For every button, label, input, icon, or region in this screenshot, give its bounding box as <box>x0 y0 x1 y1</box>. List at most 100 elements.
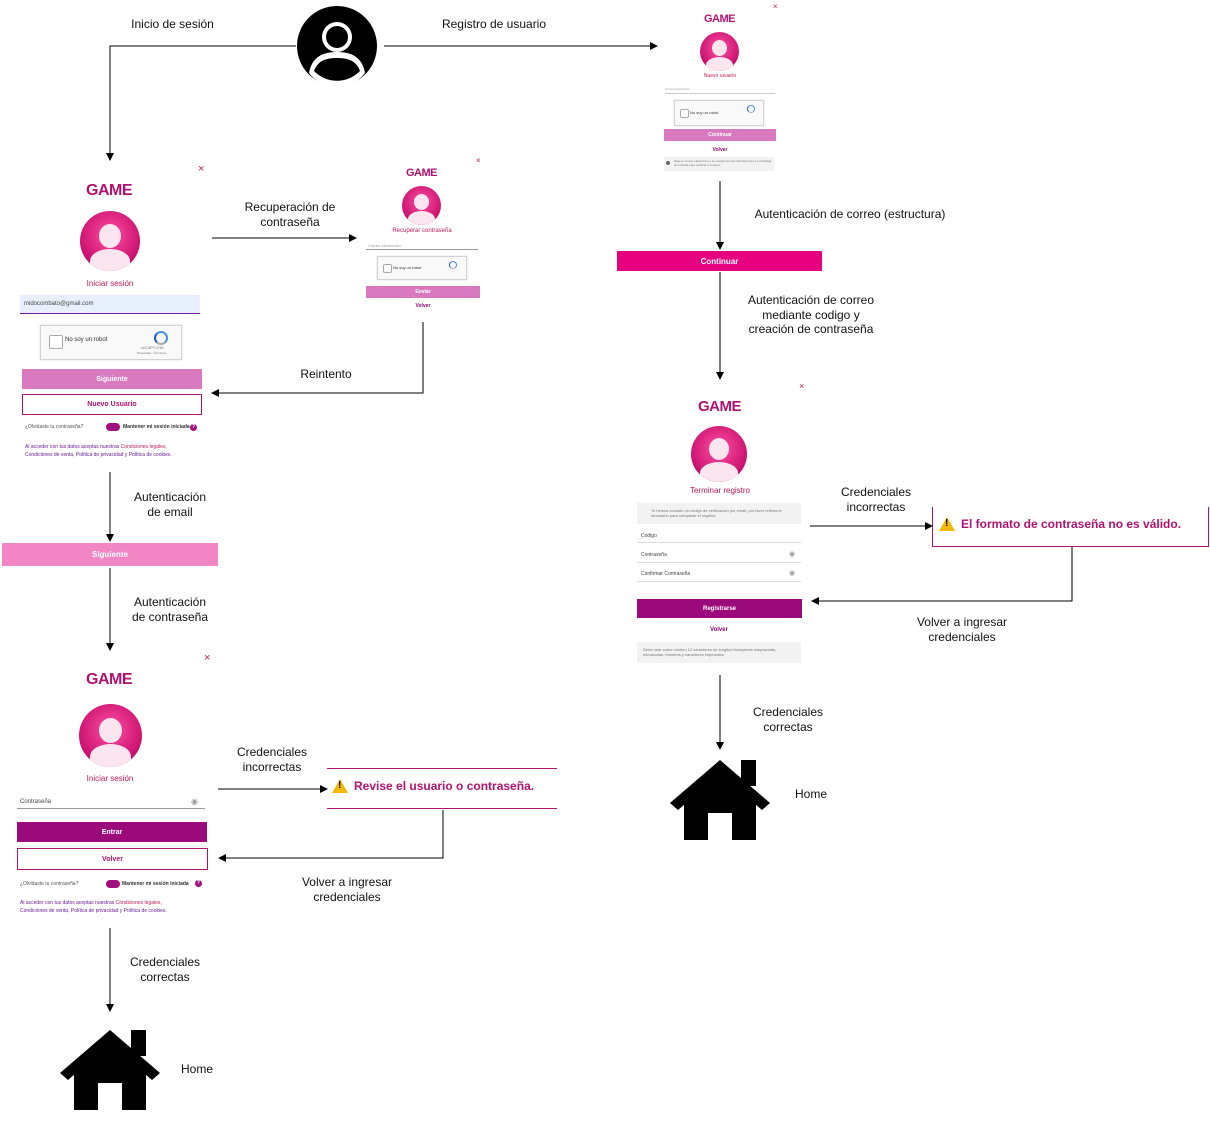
password-field[interactable]: Contraseña <box>17 795 205 809</box>
label-recuperacion: Recuperación de contraseña <box>230 200 350 229</box>
legal-text-end: Condiciones de venta, Política de privac… <box>25 452 172 458</box>
recaptcha-brand: reCAPTCHA <box>141 345 164 350</box>
login-button[interactable]: Entrar <box>17 822 207 842</box>
label-cred-incorrectas-right: Credenciales incorrectas <box>826 485 926 514</box>
label-cred-incorrectas-left: Credenciales incorrectas <box>222 745 322 774</box>
eye-icon[interactable]: ◉ <box>789 570 796 577</box>
eye-icon[interactable]: ◉ <box>191 797 198 806</box>
label-line: Credenciales <box>236 745 308 759</box>
register-error-message: El formato de contraseña no es válido. <box>939 517 1181 531</box>
label-line: incorrectas <box>242 759 302 774</box>
forgot-password-link[interactable]: ¿Olvidaste tu contraseña? <box>25 424 84 430</box>
password-field[interactable]: Contraseña <box>637 548 801 563</box>
close-icon[interactable]: × <box>773 2 778 11</box>
label-line: Credenciales <box>129 955 201 969</box>
recaptcha-icon <box>449 261 457 269</box>
label-auth-correo-estructura: Autenticación de correo (estructura) <box>754 207 946 221</box>
finish-info: Te hemos enviado un código de verificaci… <box>637 503 801 524</box>
label-line: de contraseña <box>131 609 209 624</box>
keep-session-label: Mantener mi sesión iniciada <box>122 881 189 887</box>
login-error-text: Revise el usuario o contraseña. <box>354 779 535 793</box>
keep-session-label: Mantener mi sesión iniciada <box>123 424 190 430</box>
confirm-password-field[interactable]: Confirmar Contraseña <box>637 567 801 582</box>
register-email-field[interactable]: Correo electrónico <box>665 86 775 94</box>
arrow-volver-left <box>218 810 444 862</box>
warning-icon <box>939 517 955 531</box>
back-link[interactable]: Volver <box>712 147 728 153</box>
label-line: contraseña <box>260 214 320 229</box>
register-button[interactable]: Registrarse <box>637 599 802 618</box>
captcha-label: No soy un robot <box>65 337 108 343</box>
close-icon[interactable]: × <box>476 156 481 165</box>
label-cred-correctas-right: Credenciales correctas <box>738 705 838 734</box>
captcha-checkbox[interactable] <box>383 264 392 273</box>
forgot-password-link[interactable]: ¿Olvidaste tu contraseña? <box>20 881 79 887</box>
label-line: Credenciales <box>840 485 912 499</box>
next-bar[interactable]: Siguiente <box>2 543 218 566</box>
back-button[interactable]: Volver <box>17 848 208 870</box>
recovery-email-field[interactable]: Correo electrónico <box>366 241 478 250</box>
close-icon[interactable]: × <box>799 381 805 391</box>
recaptcha-widget[interactable]: No soy un robot <box>674 100 764 126</box>
close-icon[interactable]: × <box>204 652 211 664</box>
label-line: credenciales <box>928 629 996 644</box>
next-button[interactable]: Siguiente <box>22 369 202 389</box>
legal-link[interactable]: Condiciones legales, <box>120 444 167 450</box>
code-field[interactable]: Código <box>637 530 801 543</box>
label-home-right: Home <box>794 787 827 801</box>
label-registro-usuario: Registro de usuario <box>441 17 547 31</box>
recaptcha-icon <box>747 105 755 113</box>
register-error-text: El formato de contraseña no es válido. <box>961 517 1182 531</box>
label-line: mediante codigo y <box>762 307 860 322</box>
login-error-message: Revise el usuario o contraseña. <box>332 779 534 793</box>
finish-title: Terminar registro <box>689 486 750 495</box>
user-icon <box>297 6 377 88</box>
legal-link[interactable]: Condiciones legales, <box>115 900 162 906</box>
recaptcha-widget[interactable]: No soy un robot <box>377 256 467 280</box>
legal-text-end: Condiciones de venta, Política de privac… <box>20 908 167 914</box>
label-line: Recuperación de <box>244 200 336 214</box>
avatar <box>402 186 441 225</box>
continue-button[interactable]: Continuar <box>664 129 776 141</box>
label-line: Volver a ingresar <box>301 875 393 889</box>
help-icon[interactable]: ? <box>190 424 197 431</box>
new-user-button[interactable]: Nuevo Usuario <box>22 394 202 415</box>
label-home-left: Home <box>180 1062 213 1076</box>
captcha-checkbox[interactable] <box>680 109 689 118</box>
keep-session-toggle[interactable] <box>106 880 120 888</box>
label-line: Autenticación <box>133 490 207 504</box>
game-logo: GAME <box>406 167 438 179</box>
warning-icon <box>332 779 348 793</box>
label-auth-contrasena: Autenticación de contraseña <box>120 595 220 624</box>
captcha-label: No soy un robot <box>690 110 719 115</box>
back-link[interactable]: Volver <box>415 303 431 309</box>
avatar <box>691 426 747 482</box>
error-line-bottom <box>327 808 557 809</box>
legal-text-start: Al acceder con tus datos aceptas nuestra… <box>20 900 116 906</box>
label-line: Autenticación <box>133 595 207 609</box>
help-icon[interactable]: ? <box>195 880 202 887</box>
game-logo: GAME <box>704 13 736 25</box>
error-line-top <box>327 768 557 769</box>
label-line: correctas <box>763 719 813 734</box>
email-field[interactable]: midocombato@gmail.com <box>20 295 200 314</box>
close-icon[interactable]: × <box>198 163 205 175</box>
game-logo: GAME <box>86 671 133 688</box>
login-title: Iniciar sesión <box>86 279 134 288</box>
continue-bar[interactable]: Continuar <box>617 251 822 271</box>
keep-session-toggle[interactable] <box>106 423 120 431</box>
recaptcha-widget[interactable]: No soy un robot reCAPTCHA Privacidad - T… <box>40 325 182 360</box>
back-link[interactable]: Volver <box>710 627 728 633</box>
label-volver-left: Volver a ingresar credenciales <box>287 875 407 904</box>
error-box <box>932 507 1209 547</box>
home-icon-right <box>670 760 770 840</box>
arrow-volver-right <box>811 547 1073 605</box>
home-icon-left <box>60 1030 160 1110</box>
label-line: de email <box>147 504 193 519</box>
label-volver-right: Volver a ingresar credenciales <box>902 615 1022 644</box>
register-title: Nuevo usuario <box>703 73 737 79</box>
send-button[interactable]: Enviar <box>366 286 480 298</box>
eye-icon[interactable]: ◉ <box>789 551 796 558</box>
captcha-checkbox[interactable] <box>49 335 63 349</box>
recaptcha-terms: Privacidad - Términos <box>137 351 167 355</box>
